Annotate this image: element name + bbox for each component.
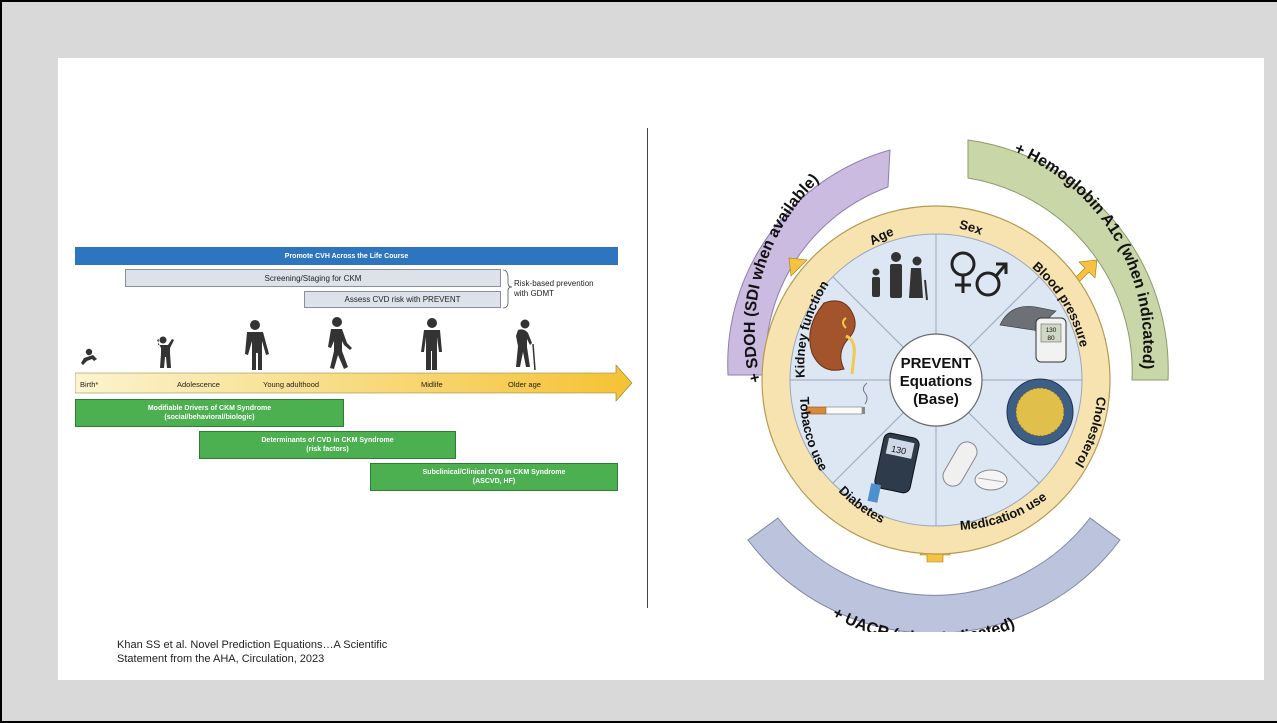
glucose-reading: 130 [890, 444, 907, 457]
life-stage-figures [81, 317, 536, 370]
pill-icon [942, 441, 1008, 491]
bar-assess-prevent: Assess CVD risk with PREVENT [304, 291, 501, 308]
glucometer-icon: 130 [867, 432, 920, 503]
bar-subclinical-cvd: Subclinical/Clinical CVD in CKM Syndrome… [370, 463, 618, 491]
green-3-line1: Subclinical/Clinical CVD in CKM Syndrome [422, 469, 566, 476]
green-3-line2: (ASCVD, HF) [472, 478, 516, 485]
timeline-arrow [75, 364, 633, 402]
child-icon [157, 336, 174, 368]
center-line-2: Equations [900, 373, 973, 390]
center-line-1: PREVENT [901, 355, 972, 372]
green-2-line1: Determinants of CVD in CKM Syndrome [261, 437, 394, 444]
green-1-line2: (social/behavioral/biologic) [164, 414, 255, 421]
green-2-line2: (risk factors) [306, 446, 349, 453]
outer-band-sdoh [727, 149, 891, 376]
age-icon [872, 252, 928, 301]
outer-band-uacr [747, 517, 1121, 632]
citation-line-2: Statement from the AHA, Circulation, 202… [117, 653, 325, 665]
stage-label-young-adulthood: Young adulthood [263, 380, 320, 389]
arrow-left-icon [788, 257, 808, 277]
center-line-3: (Base) [913, 391, 959, 408]
stage-label-birth: Birth* [80, 380, 99, 389]
older-age-icon [516, 319, 536, 370]
bracket-annotation: Risk-based prevention with GDMT [502, 269, 594, 309]
green-1-line1: Modifiable Drivers of CKM Syndrome [147, 405, 272, 412]
sex-symbols-icon [950, 251, 1008, 297]
bp-reading-2: 80 [1047, 335, 1055, 342]
kidney-icon [809, 300, 856, 375]
bar-screening: Screening/Staging for CKM [125, 269, 501, 287]
arrow-right-icon [1074, 259, 1098, 283]
stage-label-midlife: Midlife [421, 380, 443, 389]
bracket-note-1: Risk-based prevention [514, 279, 594, 288]
stage-label-adolescence: Adolescence [177, 380, 220, 389]
outer-band-a1c [967, 139, 1169, 381]
bar-determinants: Determinants of CVD in CKM Syndrome (ris… [199, 431, 456, 459]
midlife-icon [421, 318, 442, 370]
cigarette-icon [805, 382, 868, 415]
bracket-note-2: with GDMT [513, 289, 554, 298]
citation: Khan SS et al. Novel Prediction Equation… [117, 638, 477, 666]
citation-line-1: Khan SS et al. Novel Prediction Equation… [117, 639, 388, 651]
banner-promote-cvh: Promote CVH Across the Life Course [75, 247, 618, 265]
bar-modifiable-drivers: Modifiable Drivers of CKM Syndrome (soci… [75, 399, 344, 427]
bp-reading-1: 130 [1046, 327, 1057, 334]
blood-pressure-monitor-icon: 130 80 [999, 306, 1067, 363]
teen-icon [245, 320, 269, 370]
stage-label-older-age: Older age [508, 380, 541, 389]
baby-icon [81, 348, 97, 365]
prevent-wheel: + SDOH (SDI when available) + Hemoglobin… [727, 139, 1169, 632]
panel-divider [647, 128, 648, 608]
lipoprotein-icon [1006, 378, 1074, 446]
young-adult-icon [328, 317, 352, 369]
segment-label-sex: Sex [958, 217, 986, 238]
center-circle [889, 333, 983, 427]
